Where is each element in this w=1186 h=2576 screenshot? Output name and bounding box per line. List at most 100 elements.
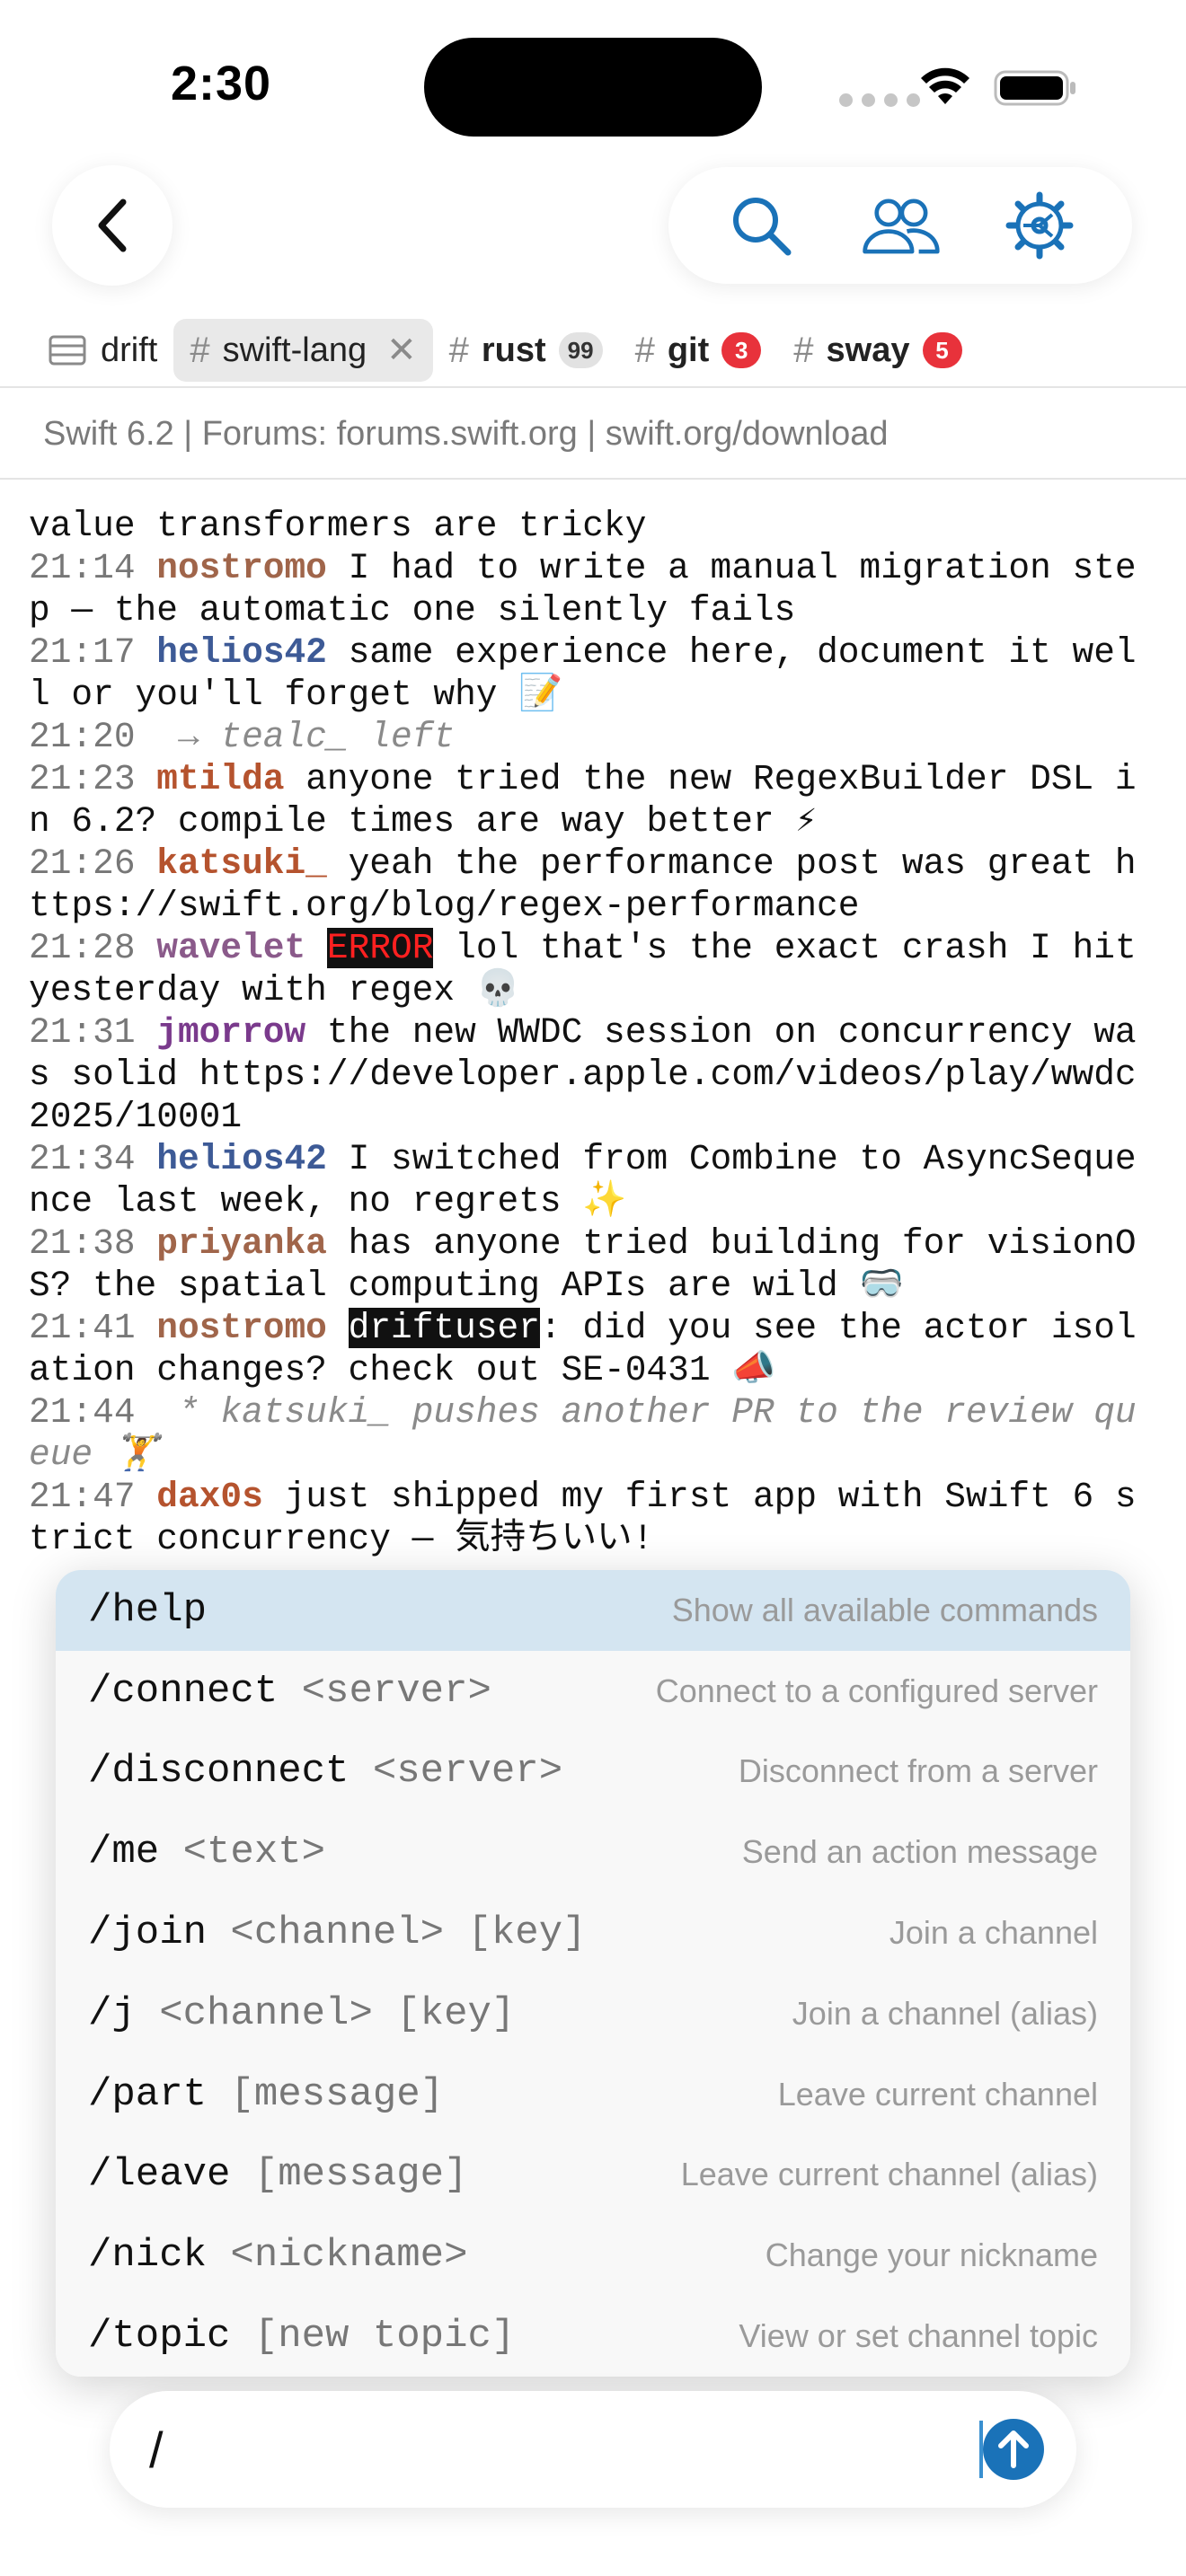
command-name: /connect xyxy=(88,1668,279,1714)
text-caret xyxy=(979,2421,983,2478)
command-item[interactable]: /join <channel> [key]Join a channel xyxy=(56,1892,1130,1973)
timestamp: 21:44 xyxy=(29,1392,136,1433)
nick[interactable]: jmorrow xyxy=(156,1012,306,1053)
command-item[interactable]: /part [message] Leave current channel xyxy=(56,2054,1130,2135)
command-syntax: /disconnect <server> xyxy=(88,1749,562,1794)
timestamp: 21:28 xyxy=(29,928,136,968)
nick[interactable]: helios42 xyxy=(156,632,327,673)
command-args: <server> xyxy=(278,1668,491,1714)
action-text: * katsuki_ pushes another PR to the revi… xyxy=(29,1392,1137,1475)
message-line: 21:17 helios42 same experience here, doc… xyxy=(29,631,1157,716)
command-args: [message] xyxy=(207,2071,445,2117)
message-line: 21:41 nostromo driftuser: did you see th… xyxy=(29,1307,1157,1391)
message-text: has anyone tried building for visionOS? … xyxy=(29,1223,1137,1306)
command-item[interactable]: /connect <server> Connect to a configured… xyxy=(56,1651,1130,1732)
command-args: [message] xyxy=(230,2152,468,2198)
command-item[interactable]: /topic [new topic] View or set channel to… xyxy=(56,2296,1130,2377)
close-tab-button[interactable]: ✕ xyxy=(386,331,417,370)
error-tag: ERROR xyxy=(326,928,434,968)
message-input[interactable]: / xyxy=(149,2421,983,2479)
message-text: : did you see the actor isolation change… xyxy=(29,1308,1137,1390)
command-args: <nickname> xyxy=(207,2233,468,2279)
wifi-icon xyxy=(921,67,969,104)
message-line: 21:14 nostromo I had to write a manual m… xyxy=(29,547,1157,631)
settings-button[interactable] xyxy=(999,185,1080,266)
command-args: [new topic] xyxy=(230,2314,516,2360)
nick[interactable]: nostromo xyxy=(156,1308,327,1348)
send-button[interactable] xyxy=(983,2419,1044,2480)
message-line: 21:26 katsuki_ yeah the performance post… xyxy=(29,842,1157,927)
nick[interactable]: wavelet xyxy=(156,928,306,968)
nick[interactable]: dax0s xyxy=(156,1477,263,1517)
chevron-left-icon xyxy=(98,198,127,252)
command-syntax: /topic [new topic] xyxy=(88,2314,515,2359)
command-args: <channel> [key] xyxy=(207,1910,587,1956)
message-line: 21:47 dax0s just shipped my first app wi… xyxy=(29,1476,1157,1560)
message-text: the new WWDC session on concurrency was … xyxy=(29,1012,1137,1137)
back-button[interactable] xyxy=(52,165,173,286)
command-args: <channel> [key] xyxy=(135,1990,516,2036)
cellular-signal-icon xyxy=(839,93,920,107)
dynamic-island xyxy=(424,38,762,137)
tab-label: swift-lang xyxy=(222,331,367,369)
command-item[interactable]: /me <text> Send an action message xyxy=(56,1812,1130,1892)
search-button[interactable] xyxy=(721,185,801,266)
command-item[interactable]: /leave [message]Leave current channel (a… xyxy=(56,2135,1130,2216)
nick[interactable]: katsuki_ xyxy=(156,843,327,884)
command-args: <server> xyxy=(349,1749,563,1795)
timestamp: 21:23 xyxy=(29,759,136,799)
nick[interactable]: priyanka xyxy=(156,1223,327,1264)
command-description: Send an action message xyxy=(741,1833,1098,1871)
channel-tabs: drift # swift-lang ✕ # rust 99 # git 3 #… xyxy=(0,314,1186,388)
timestamp: 21:26 xyxy=(29,843,136,884)
tab-label: sway xyxy=(826,331,910,369)
users-button[interactable] xyxy=(860,185,941,266)
search-icon xyxy=(733,198,792,256)
battery-icon xyxy=(994,70,1075,106)
server-icon xyxy=(49,335,86,366)
message-line: 21:44 * katsuki_ pushes another PR to th… xyxy=(29,1391,1157,1476)
tab-swift-lang[interactable]: # swift-lang ✕ xyxy=(173,319,433,382)
message-text: just shipped my first app with Swift 6 s… xyxy=(29,1477,1137,1559)
command-item[interactable]: /disconnect <server>Disconnect from a se… xyxy=(56,1732,1130,1813)
tab-git[interactable]: # git 3 xyxy=(619,319,778,382)
nick[interactable]: helios42 xyxy=(156,1139,327,1179)
command-syntax: /part [message] xyxy=(88,2072,444,2117)
message-text: lol that's the exact crash I hit yesterd… xyxy=(29,928,1158,1010)
command-description: Connect to a configured server xyxy=(655,1672,1098,1709)
command-item[interactable]: /j <channel> [key]Join a channel (alias) xyxy=(56,1973,1130,2054)
command-description: Change your nickname xyxy=(765,2236,1098,2274)
command-name: /j xyxy=(88,1990,136,2036)
command-description: View or set channel topic xyxy=(739,2317,1098,2355)
command-syntax: /leave [message] xyxy=(88,2152,467,2197)
command-description: Leave current channel xyxy=(777,2075,1098,2113)
message-line: value transformers are tricky xyxy=(29,505,1157,547)
tab-rust[interactable]: # rust 99 xyxy=(433,319,619,382)
command-name: /nick xyxy=(88,2233,208,2279)
hash-icon: # xyxy=(634,330,655,370)
command-name: /help xyxy=(88,1587,208,1633)
command-syntax: /j <channel> [key] xyxy=(88,1991,515,2036)
message-line: 21:38 priyanka has anyone tried building… xyxy=(29,1222,1157,1307)
message-text: value transformers are tricky xyxy=(29,506,647,546)
gear-icon xyxy=(1005,191,1074,260)
message-text: I switched from Combine to AsyncSequence… xyxy=(29,1139,1137,1222)
message-text: same experience here, document it well o… xyxy=(29,632,1137,715)
unread-badge: 99 xyxy=(558,332,603,368)
command-syntax: /me <text> xyxy=(88,1830,325,1875)
command-item[interactable]: /nick <nickname> Change your nickname xyxy=(56,2215,1130,2296)
arrow-up-icon xyxy=(998,2430,1029,2468)
nick[interactable]: nostromo xyxy=(156,548,327,588)
command-name: /me xyxy=(88,1830,160,1875)
toolbar-pill xyxy=(668,167,1132,284)
message-composer: / xyxy=(110,2391,1076,2508)
message-line: 21:20 → tealc_ left xyxy=(29,716,1157,758)
message-text: anyone tried the new RegexBuilder DSL in… xyxy=(29,759,1137,842)
nick[interactable]: mtilda xyxy=(156,759,285,799)
hash-icon: # xyxy=(190,330,210,370)
tab-server-drift[interactable]: drift xyxy=(32,319,173,382)
timestamp: 21:41 xyxy=(29,1308,136,1348)
tab-sway[interactable]: # sway 5 xyxy=(777,319,978,382)
